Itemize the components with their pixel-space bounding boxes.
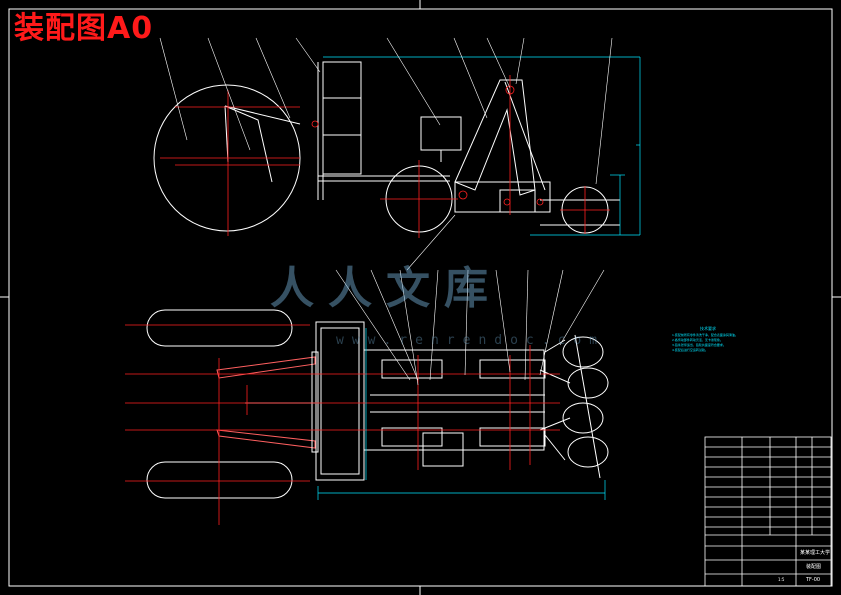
left-track-top bbox=[146, 309, 293, 347]
title-block-drawing-name: 装配图 bbox=[806, 564, 822, 570]
centerlines-plan bbox=[125, 324, 560, 525]
tower-frame bbox=[454, 79, 536, 196]
leader-lines-plan bbox=[335, 214, 605, 386]
drawing-title: 装配图A0 bbox=[14, 11, 154, 46]
technical-note-line: 4.装配后进行空运转试验。 bbox=[672, 348, 708, 352]
title-block bbox=[704, 436, 832, 587]
dimensions-top bbox=[323, 56, 641, 236]
side-elevation-view bbox=[153, 61, 620, 234]
dimensions-plan bbox=[317, 328, 606, 500]
left-track-bottom bbox=[146, 461, 293, 499]
title-block-code: TF-00 bbox=[806, 577, 821, 583]
plan-view bbox=[146, 309, 609, 499]
motor-plan bbox=[422, 432, 464, 467]
centerlines-top bbox=[160, 75, 610, 238]
leader-lines-top bbox=[159, 37, 613, 185]
technical-note-line: 3.链条张紧适当，链轮共面度符合要求。 bbox=[672, 343, 726, 347]
title-block-school: 某某理工大学 bbox=[800, 550, 831, 556]
title-block-scale: 1:5 bbox=[778, 577, 785, 582]
seat-frame bbox=[322, 61, 362, 175]
motor-box bbox=[420, 116, 462, 151]
watermark-url: www.renrendoc.com bbox=[336, 333, 606, 348]
watermark-text: 人人文库 bbox=[270, 263, 502, 314]
technical-note-line: 1.装配前所有零件清洗干净，配合表面涂润滑油。 bbox=[672, 333, 738, 337]
technical-notes-heading: 技术要求 bbox=[700, 326, 716, 331]
technical-note-line: 2.各传动部件转动灵活，无卡滞现象。 bbox=[672, 338, 723, 342]
